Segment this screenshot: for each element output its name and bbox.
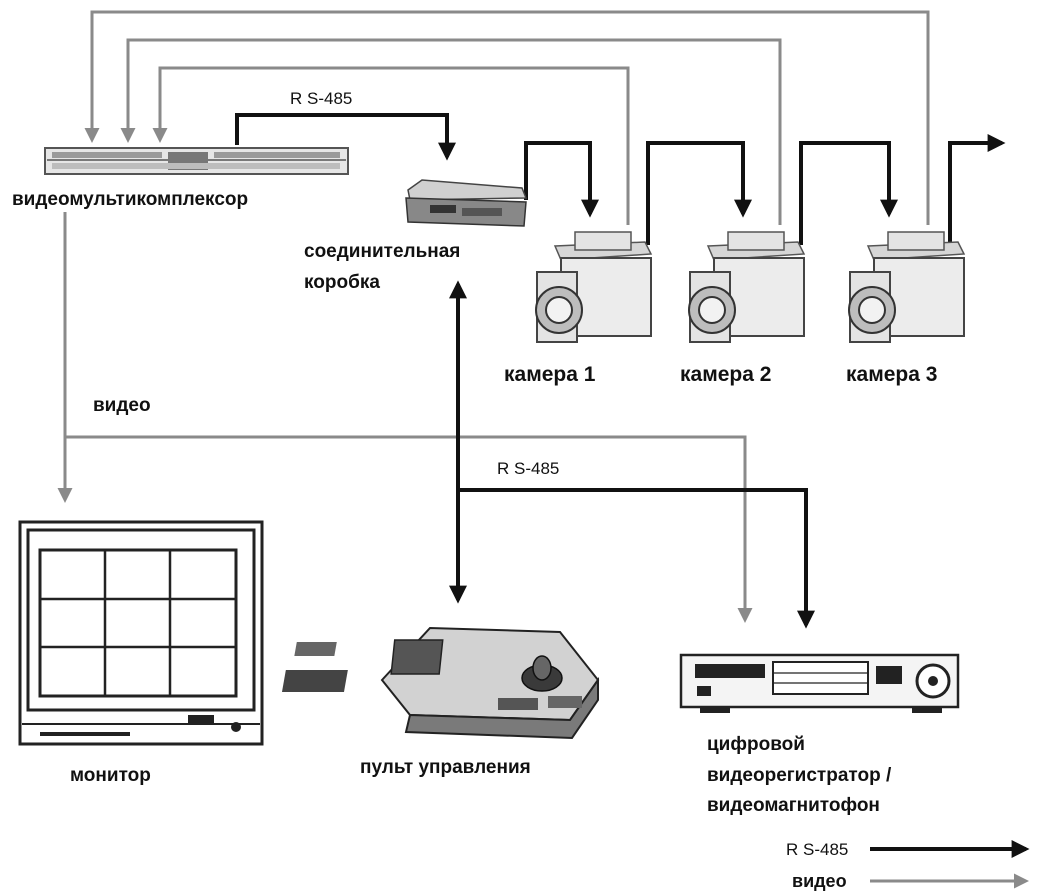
- rs485-camera2-to-camera3: [799, 141, 898, 245]
- video-line-camera1: [152, 66, 630, 225]
- camera-icon: [535, 231, 653, 343]
- video-lines: [57, 10, 930, 623]
- video-line-camera2: [120, 38, 782, 225]
- rs485-camera1-to-camera2: [646, 141, 752, 245]
- rs485-lines: [235, 113, 1006, 629]
- rs485-top-label: R S-485: [290, 89, 352, 108]
- rs485-to-dvr: [458, 488, 815, 629]
- legend-video-label: видео: [792, 871, 847, 891]
- camera2-label: камера 2: [680, 363, 771, 386]
- dvr-label-3: видеомагнитофон: [707, 795, 880, 816]
- camera3-label: камера 3: [846, 363, 937, 386]
- monitor-label: монитор: [70, 765, 151, 786]
- multiplexer-label: видеомультикомплексор: [12, 189, 248, 210]
- video-line-to-dvr: [65, 435, 753, 623]
- control-panel-icon: [281, 626, 600, 740]
- video-line-camera3: [84, 10, 930, 225]
- rs485-mid-label: R S-485: [497, 459, 559, 478]
- rs485-mux-to-box: [235, 113, 456, 161]
- camera1-label: камера 1: [504, 363, 596, 386]
- legend-rs485-label: R S-485: [786, 840, 848, 859]
- dvr-label-1: цифровой: [707, 734, 805, 755]
- junction-box-label-2: коробка: [304, 272, 380, 293]
- rs485-box-to-camera1: [524, 141, 599, 218]
- junction-box-label-1: соединительная: [304, 241, 460, 262]
- dvr-label-2: видеорегистратор /: [707, 765, 892, 786]
- legend: R S-485 видео: [786, 840, 1030, 891]
- junction-box-icon: [405, 179, 528, 227]
- multiplexer-icon: [44, 147, 349, 175]
- monitor-icon: [18, 520, 264, 746]
- camera-icon: [848, 231, 966, 343]
- rs485-camera3-out: [948, 134, 1006, 245]
- camera-icon: [688, 231, 806, 343]
- dvr-icon: [679, 653, 960, 713]
- video-label: видео: [93, 395, 151, 416]
- control-panel-label: пульт управления: [360, 757, 531, 778]
